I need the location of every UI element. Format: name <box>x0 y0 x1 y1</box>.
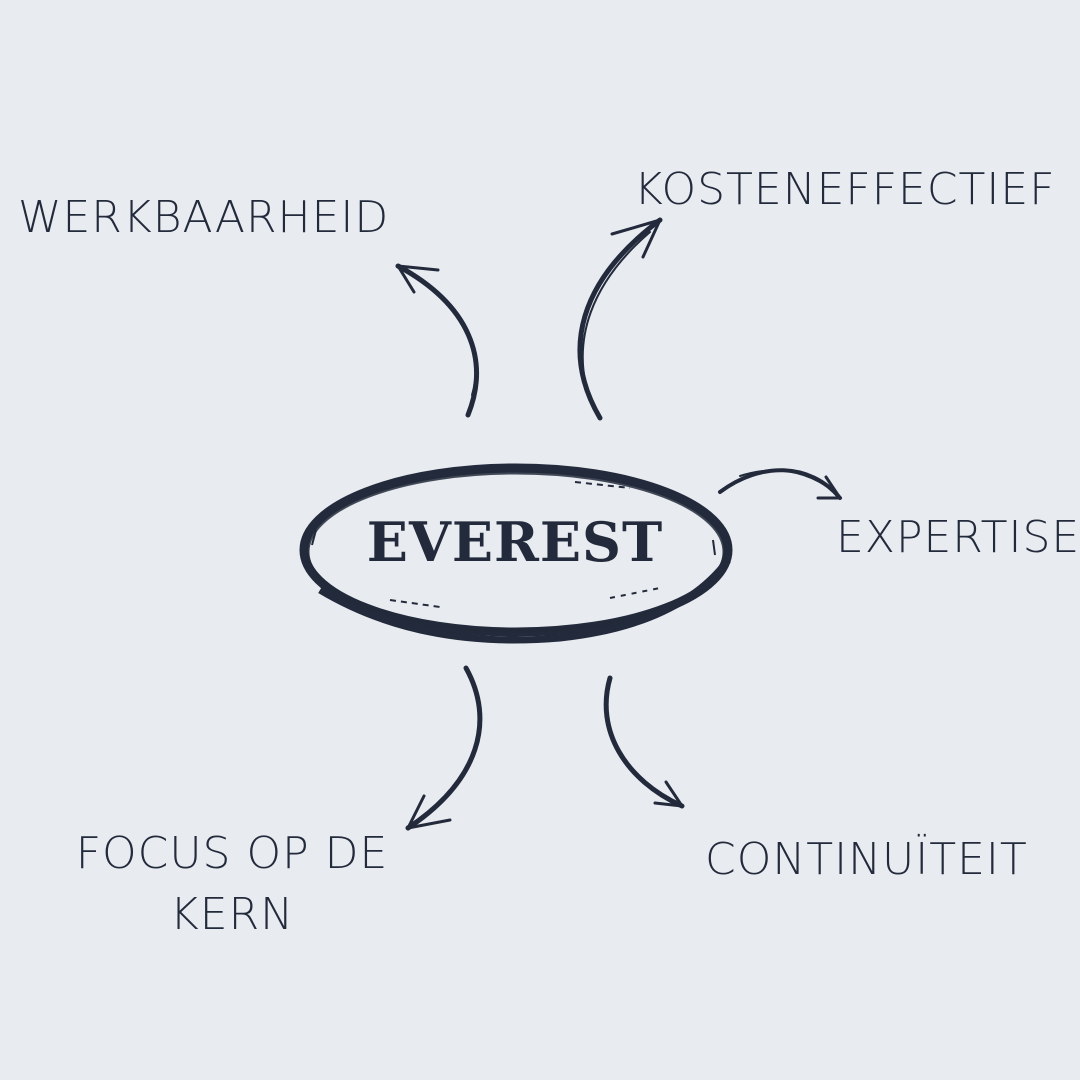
branch-continuiteit: CONTINUÏTEIT <box>705 834 1028 885</box>
branch-focus-line1: FOCUS OP DE <box>75 828 389 879</box>
center-ellipse <box>299 463 733 644</box>
arrow-expertise <box>718 468 842 500</box>
branch-werkbaarheid: WERKBAARHEID <box>18 192 390 243</box>
branch-kosteneffectief: KOSTENEFFECTIEF <box>634 164 1056 215</box>
arrow-focus-op-de-kern <box>405 665 483 831</box>
branch-focus-line2: KERN <box>169 889 295 940</box>
branch-focus-op-de-kern: FOCUS OP DE KERN <box>62 826 402 942</box>
arrow-werkbaarheid <box>395 263 479 418</box>
arrow-kosteneffectief <box>577 217 663 421</box>
arrow-continuiteit <box>603 675 685 809</box>
branch-expertise: EXPERTISE <box>836 512 1080 563</box>
center-title: EVEREST <box>366 510 664 574</box>
